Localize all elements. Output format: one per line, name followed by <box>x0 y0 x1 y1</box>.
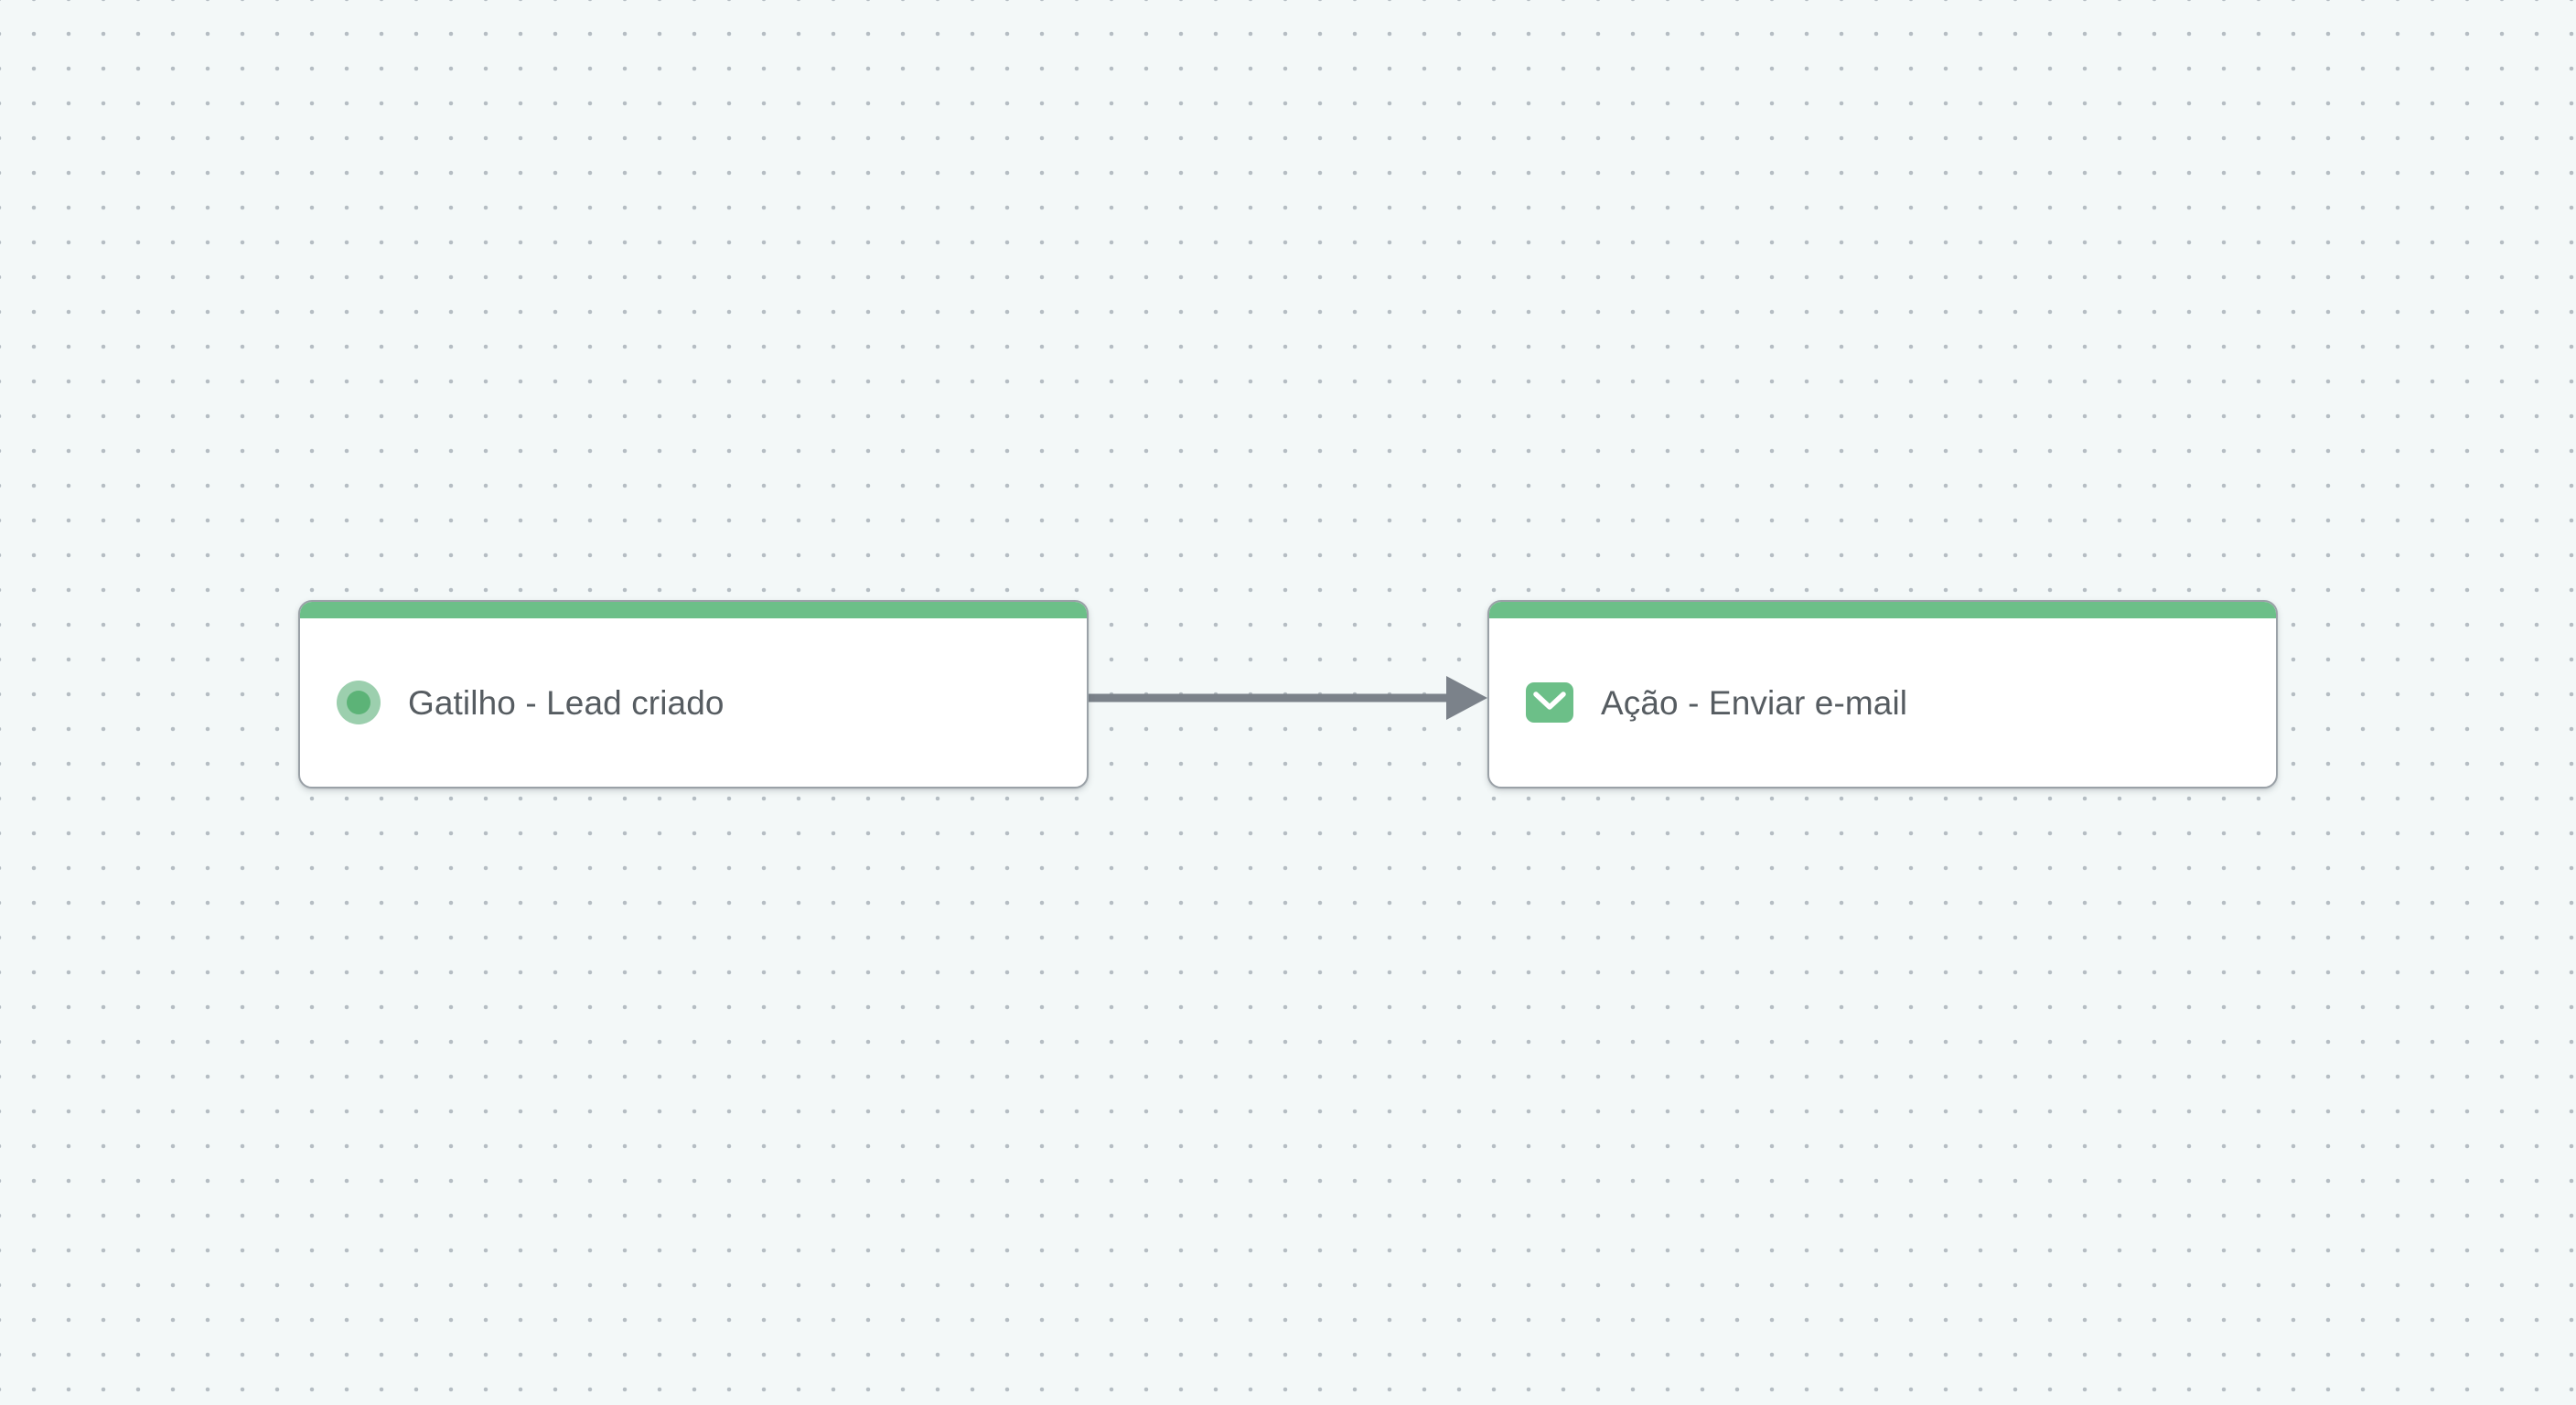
circle-dot-icon <box>337 681 381 724</box>
envelope-icon <box>1526 682 1573 723</box>
edge-trigger-to-action[interactable] <box>1084 672 1496 724</box>
node-body: Ação - Enviar e-mail <box>1489 618 2276 787</box>
node-header-bar <box>1489 602 2276 618</box>
node-header-bar <box>300 602 1087 618</box>
node-label-trigger: Gatilho - Lead criado <box>408 683 724 722</box>
node-body: Gatilho - Lead criado <box>300 618 1087 787</box>
node-label-action: Ação - Enviar e-mail <box>1601 683 1908 722</box>
edge-arrowhead-icon <box>1446 676 1487 720</box>
workflow-node-trigger[interactable]: Gatilho - Lead criado <box>298 600 1089 788</box>
workflow-node-action[interactable]: Ação - Enviar e-mail <box>1487 600 2278 788</box>
